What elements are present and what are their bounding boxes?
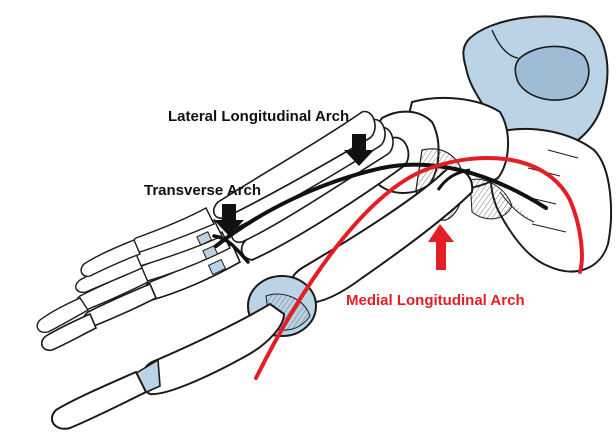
lateral-longitudinal-arch-label: Lateral Longitudinal Arch (168, 108, 349, 125)
medial-longitudinal-arch-label: Medial Longitudinal Arch (346, 292, 525, 309)
lesser-toe-phalanges (37, 208, 240, 350)
transverse-arch-label: Transverse Arch (144, 182, 261, 199)
medial-arch-arrow (428, 224, 454, 270)
